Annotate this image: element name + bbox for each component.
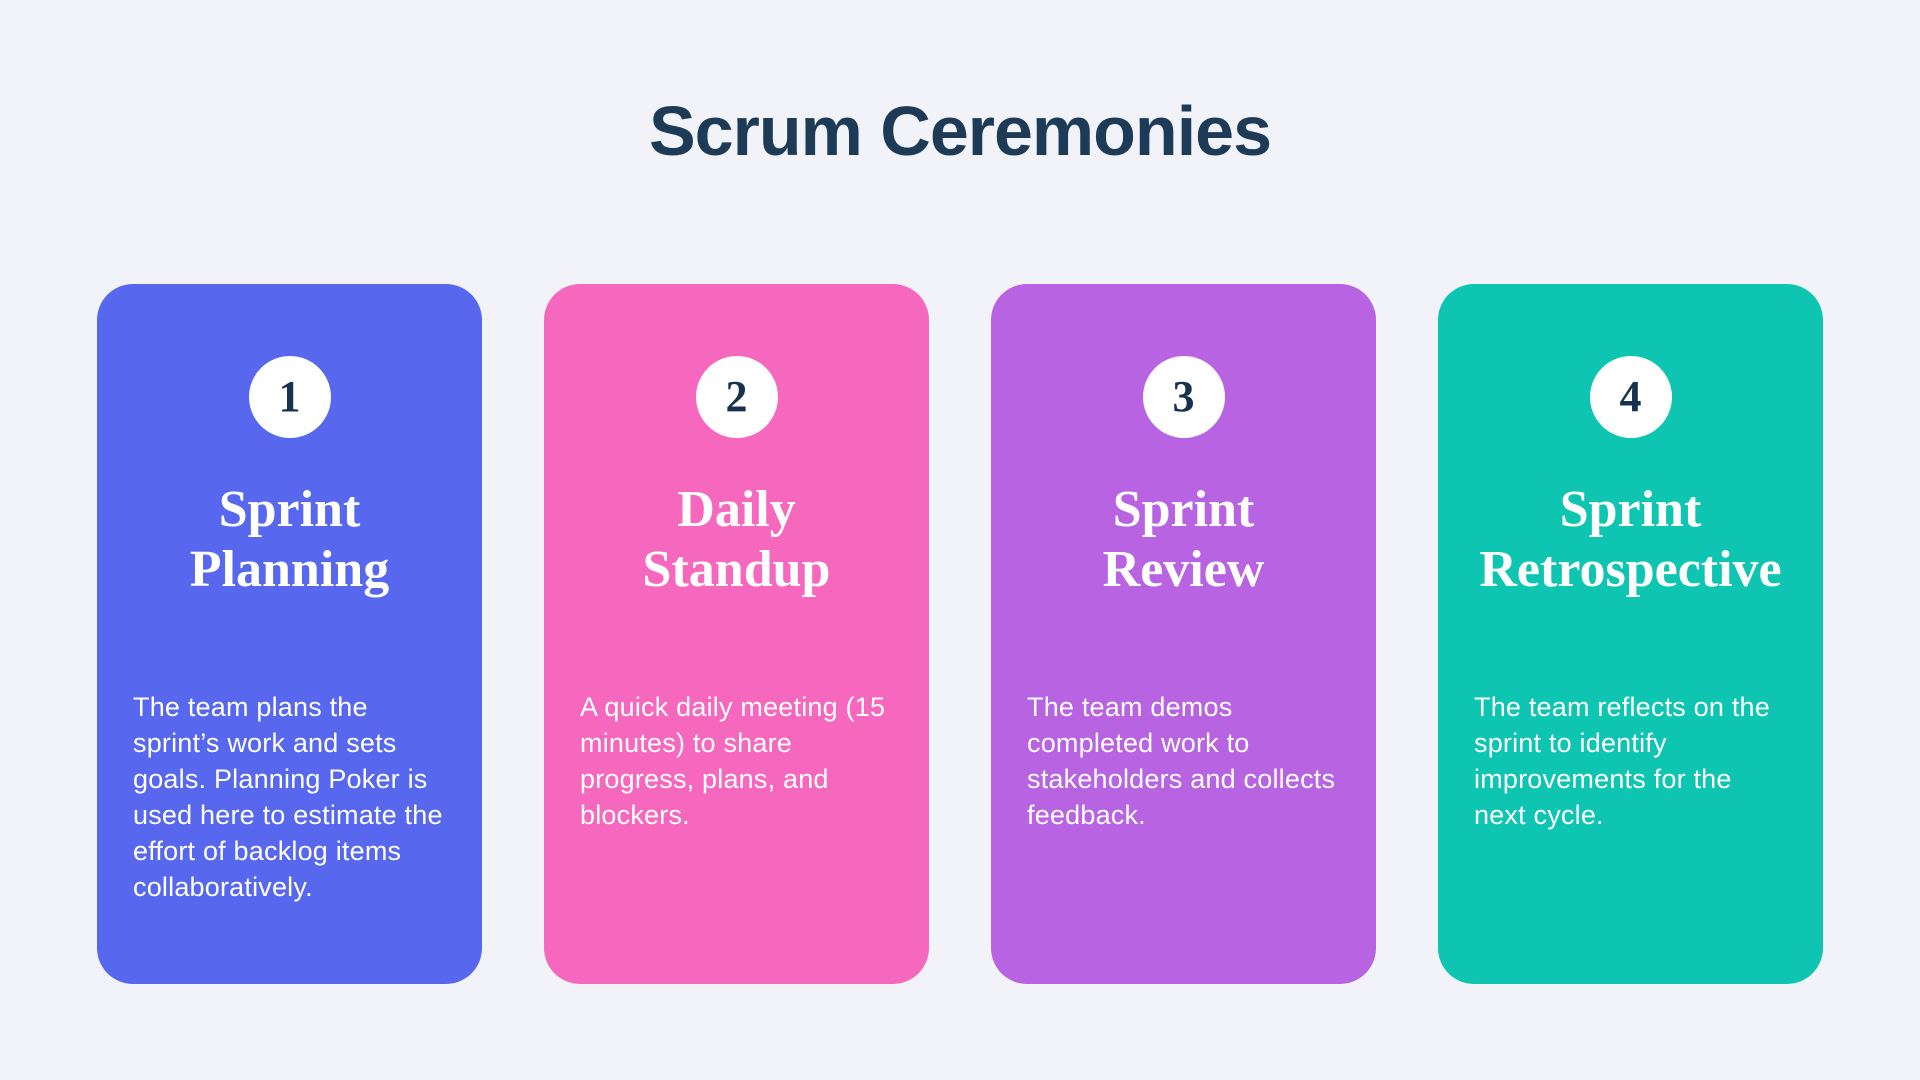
card-title: Daily Standup bbox=[566, 480, 907, 602]
card-description: The team reflects on the sprint to ident… bbox=[1474, 692, 1770, 830]
card-title-line: Sprint bbox=[1112, 481, 1255, 538]
card-title: Sprint Retrospective bbox=[1460, 480, 1801, 602]
card-title-line: Retrospective bbox=[1479, 541, 1782, 599]
number-badge: 1 bbox=[248, 356, 331, 438]
number-badge: 3 bbox=[1142, 356, 1225, 438]
badge-number: 2 bbox=[725, 372, 748, 421]
card-daily-standup: 2 Daily Standup A quick daily meeting (1… bbox=[544, 284, 929, 984]
card-title: Sprint Planning bbox=[119, 480, 460, 602]
card-sprint-review: 3 Sprint Review The team demos completed… bbox=[991, 284, 1376, 984]
number-badge: 2 bbox=[695, 356, 778, 438]
card-title-line: Sprint bbox=[218, 481, 361, 538]
number-badge: 4 bbox=[1589, 356, 1672, 438]
badge-number: 3 bbox=[1172, 372, 1195, 421]
card-title-line: Sprint bbox=[1559, 481, 1702, 538]
page-title: Scrum Ceremonies bbox=[648, 92, 1272, 170]
card-description: The team demos completed work to stakeho… bbox=[1027, 692, 1336, 830]
card-description: A quick daily meeting (15 minutes) to sh… bbox=[580, 692, 886, 830]
card-sprint-retrospective: 4 Sprint Retrospective The team reflects… bbox=[1438, 284, 1823, 984]
card-title-line: Planning bbox=[189, 541, 390, 599]
badge-number: 4 bbox=[1619, 372, 1642, 421]
card-title-line: Daily bbox=[677, 481, 796, 538]
card-title-line: Standup bbox=[642, 541, 831, 599]
card-title-line: Review bbox=[1102, 541, 1265, 599]
badge-number: 1 bbox=[278, 372, 301, 421]
cards-row: 1 Sprint Planning The team plans the spr… bbox=[0, 284, 1920, 984]
card-title: Sprint Review bbox=[1013, 480, 1354, 602]
card-description: The team plans the sprint’s work and set… bbox=[133, 692, 443, 902]
card-sprint-planning: 1 Sprint Planning The team plans the spr… bbox=[97, 284, 482, 984]
